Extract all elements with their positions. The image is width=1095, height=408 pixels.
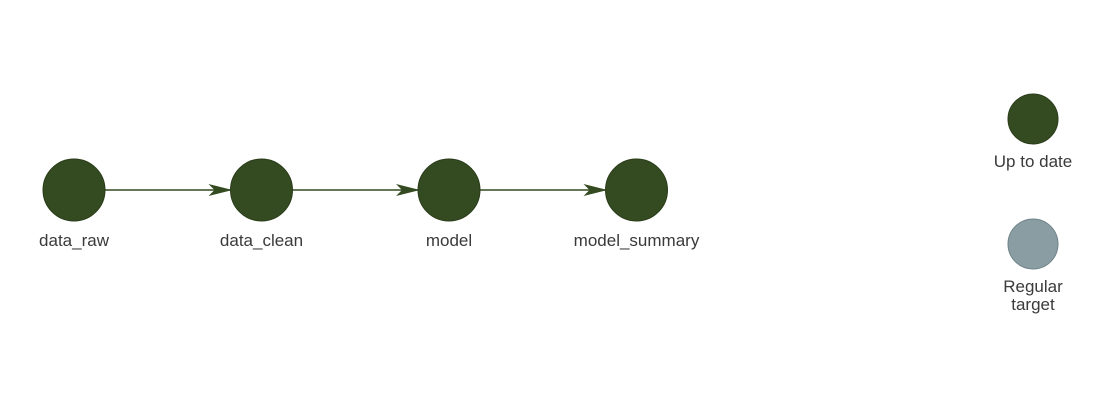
node-label: data_clean (220, 231, 303, 250)
node-label: data_raw (39, 231, 110, 250)
node-data-raw[interactable]: data_raw (39, 158, 110, 250)
node-model[interactable]: model (417, 158, 481, 250)
legend-swatch (1007, 93, 1059, 145)
node-circle[interactable] (605, 158, 668, 222)
node-circle[interactable] (42, 158, 106, 222)
legend-label: Up to date (994, 152, 1072, 171)
node-label: model_summary (574, 231, 700, 250)
legend-label: Regular (1003, 277, 1063, 296)
node-circle[interactable] (230, 158, 293, 222)
node-circle[interactable] (417, 158, 481, 222)
legend-swatch (1007, 218, 1059, 270)
node-label: model (426, 231, 472, 250)
legend-label: target (1011, 295, 1055, 314)
legend-item-up-to-date: Up to date (994, 93, 1072, 171)
node-model-summary[interactable]: model_summary (574, 158, 700, 250)
nodes-layer: data_raw data_clean model model_summary (39, 158, 700, 250)
node-data-clean[interactable]: data_clean (220, 158, 303, 250)
